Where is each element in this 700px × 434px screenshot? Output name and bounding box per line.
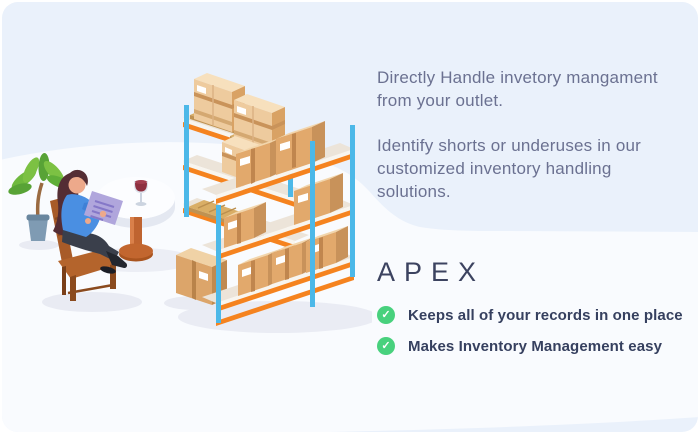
plant-pot bbox=[28, 218, 48, 241]
feature-item-label: Makes Inventory Management easy bbox=[408, 337, 663, 355]
intro-paragraph-2: Identify shorts or underuses in our cust… bbox=[377, 136, 642, 201]
cardboard-box bbox=[224, 202, 266, 248]
report-paper bbox=[84, 191, 123, 225]
woman-reading bbox=[53, 169, 128, 274]
palm-plant bbox=[8, 153, 72, 241]
feature-item: ✓ Makes Inventory Management easy bbox=[377, 337, 689, 355]
wine-glass bbox=[134, 180, 148, 206]
brand-logo: APEX bbox=[377, 257, 486, 287]
intro-paragraph-1: Directly Handle invetory mangament from … bbox=[377, 68, 658, 110]
check-icon: ✓ bbox=[377, 337, 395, 355]
rack-posts bbox=[216, 125, 355, 323]
feature-item: ✓ Keeps all of your records in one place bbox=[377, 306, 689, 324]
feature-list: ✓ Keeps all of your records in one place… bbox=[377, 306, 689, 355]
round-table bbox=[97, 177, 175, 262]
warehouse-illustration bbox=[8, 73, 372, 333]
check-icon: ✓ bbox=[377, 306, 395, 324]
feature-item-label: Keeps all of your records in one place bbox=[408, 306, 683, 324]
background-blob bbox=[2, 142, 698, 432]
content-column: Directly Handle invetory mangament from … bbox=[377, 66, 689, 355]
front-storage-rack bbox=[202, 121, 355, 326]
cardboard-box bbox=[276, 121, 325, 175]
